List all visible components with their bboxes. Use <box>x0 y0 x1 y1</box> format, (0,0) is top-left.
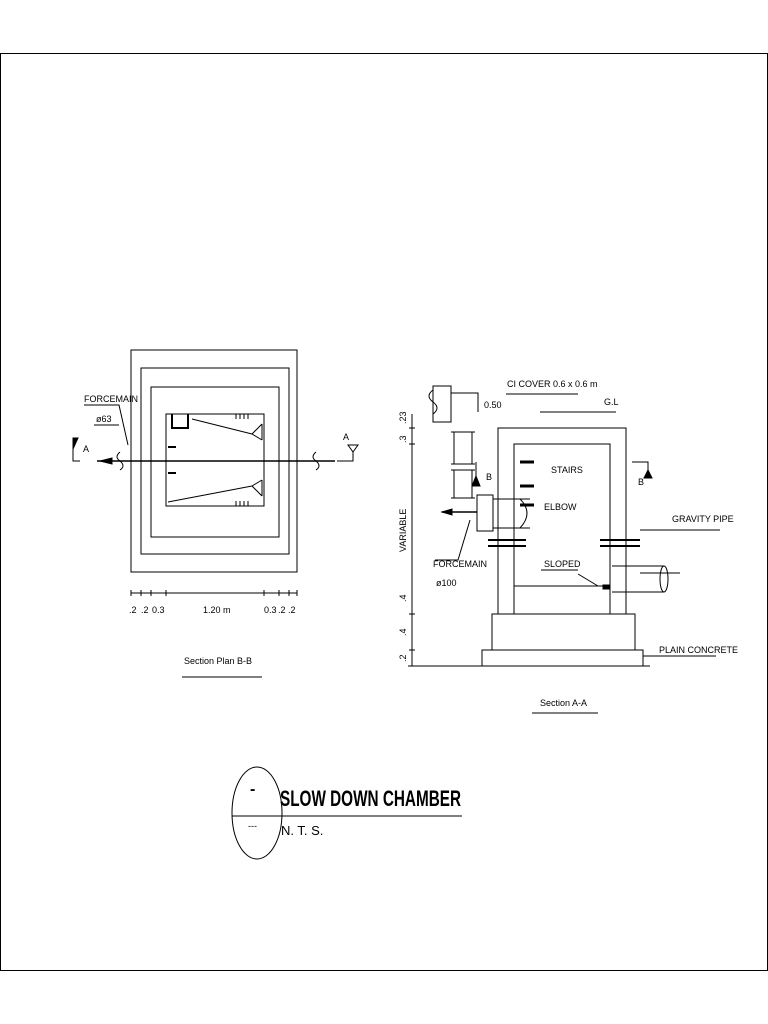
section-dim-label: .4 <box>398 628 408 636</box>
plan-dim-label: 0.3 <box>264 605 277 615</box>
plan-flare <box>251 479 263 497</box>
section-elbow-pipe <box>493 498 530 529</box>
section-mark-label-right: B <box>638 477 644 487</box>
section-mark-label-left: B <box>486 472 492 482</box>
section-foundation <box>491 613 636 651</box>
plan-dim-label: 1.20 m <box>203 605 231 615</box>
title-text: SLOW DOWN CHAMBER <box>280 786 461 811</box>
section-dim-label: .2 <box>398 654 408 662</box>
plan-hatch <box>235 414 249 506</box>
title-circle <box>231 766 283 860</box>
section-dim-label: VARIABLE <box>398 509 408 552</box>
section-cover-leader <box>451 392 479 412</box>
section-cover-height: 0.50 <box>484 400 502 410</box>
section-plain-concrete <box>481 649 644 667</box>
plan-dimension-labels: .2 .2 0.3 1.20 m 0.3 .2 .2 <box>129 605 296 615</box>
plan-dim-label: .2 <box>278 605 286 615</box>
section-flow-arrow <box>440 508 453 516</box>
section-plan-b-b <box>72 349 359 678</box>
plan-pipe-break <box>312 451 320 471</box>
plan-forcemain-leader <box>84 404 129 446</box>
section-gravity-pipe <box>612 565 664 593</box>
plan-pipe-break <box>116 451 124 471</box>
section-cover-break <box>428 389 438 415</box>
title-scale: N. T. S. <box>281 823 323 838</box>
plan-dim-label: .2 <box>288 605 296 615</box>
section-elbow-body <box>476 494 494 532</box>
section-sloped-label: SLOPED <box>544 559 581 569</box>
section-plain-concrete-label: PLAIN CONCRETE <box>659 645 738 655</box>
plan-caption: Section Plan B-B <box>184 656 252 666</box>
section-vertical-dim-labels: .23 .3 VARIABLE .4 .4 .2 <box>398 411 408 662</box>
section-gravity-pipe-label: GRAVITY PIPE <box>672 514 734 524</box>
plan-dim-label: .2 <box>141 605 149 615</box>
plan-section-mark-left <box>72 449 80 462</box>
plan-dim-label: .2 <box>129 605 137 615</box>
plan-flow-arrow <box>99 457 113 465</box>
section-forcemain-leader <box>435 519 471 561</box>
section-vertical-dim-ticks <box>409 427 415 667</box>
plan-section-label-left: A <box>83 444 89 454</box>
section-dim-label: .4 <box>398 594 408 602</box>
plan-dimension-ticks <box>130 590 298 596</box>
section-dim-label: .3 <box>398 435 408 443</box>
section-arrow-right <box>643 468 653 479</box>
title-mark-bottom: --- <box>248 821 257 831</box>
section-arrow-left <box>471 474 481 487</box>
plan-flare <box>251 423 263 441</box>
section-elbow-label: ELBOW <box>544 502 577 512</box>
section-forcemain-size: ø100 <box>436 578 457 588</box>
plan-section-arrow-right <box>347 444 359 453</box>
section-forcemain-label: FORCEMAIN <box>433 559 487 569</box>
plan-inner-chamber <box>165 413 265 507</box>
section-sloped-leader <box>577 573 599 587</box>
plan-dim-label: 0.3 <box>152 605 165 615</box>
title-mark-top: - <box>250 781 255 798</box>
section-a-a <box>408 385 720 714</box>
plan-slope-line <box>167 485 253 503</box>
plan-section-mark-right <box>337 452 354 462</box>
section-gravity-pipe-end <box>659 565 669 593</box>
section-mark-right <box>632 461 649 470</box>
plan-section-arrow-left <box>72 437 79 450</box>
section-cover-label: CI COVER 0.6 x 0.6 m <box>507 379 598 389</box>
title-block <box>231 766 462 860</box>
section-cover-block <box>432 385 452 423</box>
section-riser-upper <box>453 431 473 465</box>
section-riser-lower <box>453 469 473 499</box>
plan-wall-3 <box>150 386 280 538</box>
sheet-border <box>0 53 768 971</box>
section-caption: Section A-A <box>540 698 587 708</box>
plan-stair-step <box>171 414 189 429</box>
section-stairs-label: STAIRS <box>551 465 583 475</box>
section-gl-label: G.L <box>604 397 619 407</box>
plan-section-label-right: A <box>343 432 349 442</box>
plan-forcemain-size: ø63 <box>96 414 112 424</box>
section-sloped-drain <box>602 584 610 590</box>
section-dim-label: .23 <box>398 411 408 424</box>
plan-forcemain-label: FORCEMAIN <box>84 394 138 404</box>
plan-slope-line <box>191 418 253 435</box>
